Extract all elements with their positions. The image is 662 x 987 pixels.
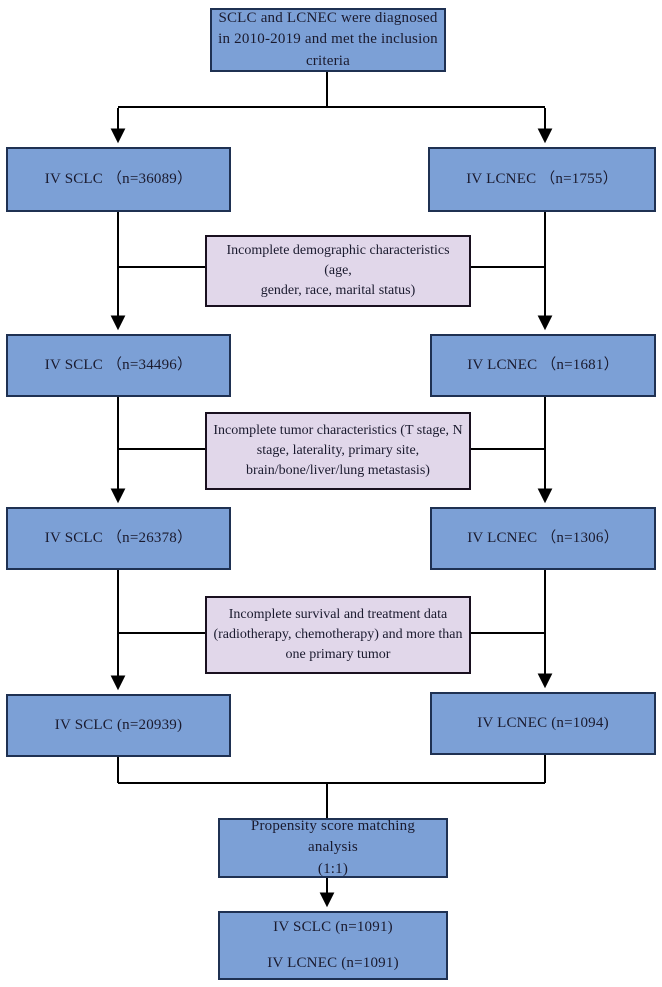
node-sclc-stage2-label: IV SCLC （n=34496） bbox=[44, 356, 193, 373]
node-lcnec-stage4: IV LCNEC (n=1094) bbox=[430, 692, 656, 755]
node-exclusion-survival-label: Incomplete survival and treatment data (… bbox=[213, 607, 463, 662]
node-exclusion-tumor-label: Incomplete tumor characteristics (T stag… bbox=[213, 423, 463, 478]
node-sclc-stage4: IV SCLC (n=20939) bbox=[6, 694, 231, 757]
node-exclusion-demographic-label: Incomplete demographic characteristics (… bbox=[226, 243, 450, 298]
node-sclc-stage3-label: IV SCLC （n=26378） bbox=[44, 529, 193, 546]
node-propensity-matching-label: Propensity score matching analysis (1:1) bbox=[250, 818, 416, 877]
node-matched-sclc-label: IV SCLC (n=1091) bbox=[273, 919, 393, 936]
node-exclusion-tumor: Incomplete tumor characteristics (T stag… bbox=[205, 412, 471, 490]
node-sclc-stage1: IV SCLC （n=36089） bbox=[6, 147, 231, 212]
node-inclusion-criteria: SCLC and LCNEC were diagnosed in 2010-20… bbox=[210, 8, 446, 72]
node-lcnec-stage3: IV LCNEC （n=1306） bbox=[430, 507, 656, 570]
node-lcnec-stage2-label: IV LCNEC （n=1681） bbox=[467, 356, 619, 373]
node-exclusion-survival: Incomplete survival and treatment data (… bbox=[205, 596, 471, 674]
node-lcnec-stage1-label: IV LCNEC （n=1755） bbox=[466, 170, 618, 187]
node-lcnec-stage3-label: IV LCNEC （n=1306） bbox=[467, 529, 619, 546]
node-lcnec-stage1: IV LCNEC （n=1755） bbox=[428, 147, 656, 212]
node-inclusion-criteria-label: SCLC and LCNEC were diagnosed in 2010-20… bbox=[218, 10, 438, 69]
node-sclc-stage4-label: IV SCLC (n=20939) bbox=[54, 716, 183, 733]
node-sclc-stage2: IV SCLC （n=34496） bbox=[6, 334, 231, 397]
node-propensity-matching: Propensity score matching analysis (1:1) bbox=[218, 818, 448, 878]
node-matched-lcnec-label: IV LCNEC (n=1091) bbox=[267, 954, 399, 971]
node-sclc-stage1-label: IV SCLC （n=36089） bbox=[44, 170, 193, 187]
node-lcnec-stage4-label: IV LCNEC (n=1094) bbox=[477, 714, 609, 731]
node-exclusion-demographic: Incomplete demographic characteristics (… bbox=[205, 235, 471, 307]
node-lcnec-stage2: IV LCNEC （n=1681） bbox=[430, 334, 656, 397]
node-sclc-stage3: IV SCLC （n=26378） bbox=[6, 507, 231, 570]
node-matched-cohorts: IV SCLC (n=1091) IV LCNEC (n=1091) bbox=[218, 911, 448, 980]
